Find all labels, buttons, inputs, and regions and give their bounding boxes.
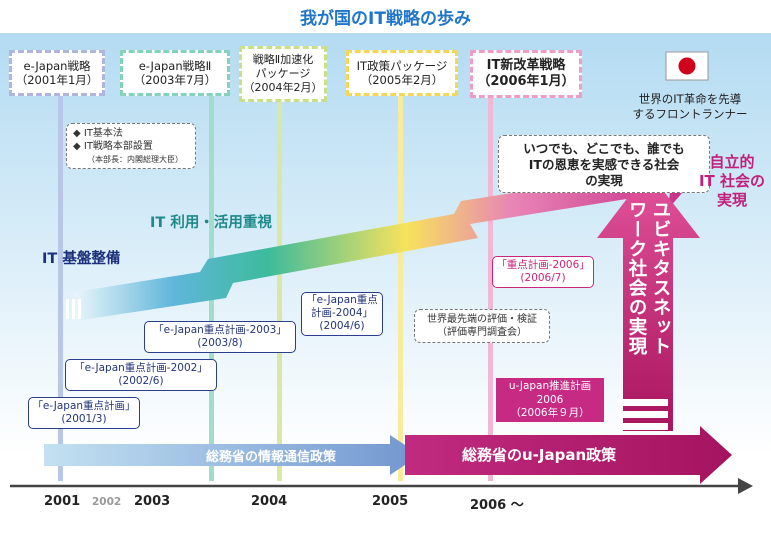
up-stripe bbox=[618, 411, 668, 418]
ubiquitous-arrow bbox=[597, 171, 700, 431]
plan-e-japan-priority-2003: 「e-Japan重点計画-2003」(2003/8) bbox=[144, 321, 296, 353]
year-2004: 2004 bbox=[251, 494, 288, 509]
diamond-bullet-icon: ◆ bbox=[73, 128, 84, 139]
timeline-line-2001 bbox=[58, 95, 63, 481]
strategy-it-package: IT政策パッケージ （2005年2月） bbox=[346, 50, 458, 96]
strategy-name: e-Japan戦略 bbox=[23, 59, 91, 73]
timeline-line-2005 bbox=[398, 95, 403, 481]
strategy-e-japan: e-Japan戦略 （2001年1月） bbox=[9, 50, 105, 96]
rising-arrow bbox=[75, 152, 705, 321]
u-japan-policy-label: 総務省のu-Japan政策 bbox=[462, 446, 617, 464]
front-runner-text: 世界のIT革命を先導するフロントランナー bbox=[632, 92, 748, 121]
note-item: ◆ IT基本法 bbox=[73, 128, 123, 139]
strategy-name: IT政策パッケージ bbox=[356, 59, 448, 73]
diamond-bullet-icon: ◆ bbox=[73, 141, 84, 152]
year-2001: 2001 bbox=[44, 494, 81, 509]
tail-bar bbox=[72, 299, 75, 319]
note-subitem: （本部長：内閣総理大臣） bbox=[87, 155, 183, 164]
year-2005: 2005 bbox=[372, 494, 409, 509]
ubiquitous-label: ユビキタスネットワーク社会の実現 bbox=[626, 200, 671, 356]
strategy-it-new-reform: IT新改革戦略 （2006年1月） bbox=[470, 50, 582, 98]
year-2002: 2002 bbox=[92, 496, 122, 508]
timeline-line-2004 bbox=[277, 95, 282, 481]
strategy-acceleration-package: 戦略Ⅱ加速化 パッケージ （2004年2月） bbox=[239, 46, 327, 102]
strategy-name: e-Japan戦略Ⅱ bbox=[138, 59, 212, 73]
year-2006: 2006 ～ bbox=[470, 498, 524, 513]
year-2003: 2003 bbox=[134, 494, 171, 509]
plan-e-japan-priority-2004: 「e-Japan重点計画-2004」(2004/6) bbox=[301, 292, 383, 336]
strategy-date: （2003年7月） bbox=[133, 73, 217, 87]
tail-bar bbox=[78, 299, 81, 319]
plan-e-japan-priority-2002: 「e-Japan重点計画-2002」(2002/6) bbox=[65, 359, 217, 391]
up-stripe bbox=[618, 399, 668, 406]
strategy-date: （2006年1月） bbox=[477, 74, 575, 89]
tail-bar bbox=[66, 299, 69, 319]
it-law-notes: ◆ IT基本法 ◆ IT戦略本部設置 （本部長：内閣総理大臣） bbox=[66, 123, 196, 169]
timeline-line-2006 bbox=[488, 95, 493, 481]
u-japan-arrow bbox=[405, 426, 732, 484]
plan-priority-2006: 「重点計画-2006」(2006/7) bbox=[492, 256, 594, 288]
flag-sun-icon bbox=[678, 57, 696, 75]
world-top-evaluation: 世界最先端の評価・検証（評価専門調査会） bbox=[414, 309, 550, 343]
page-title: 我が国のIT戦略の歩み bbox=[300, 9, 471, 29]
strategy-e-japan-2: e-Japan戦略Ⅱ （2003年7月） bbox=[120, 50, 230, 96]
time-axis-arrowhead bbox=[738, 478, 753, 494]
strategy-name-2: パッケージ bbox=[255, 67, 311, 80]
note-item: ◆ IT戦略本部設置 bbox=[73, 141, 153, 152]
phase-label-infrastructure: IT 基盤整備 bbox=[42, 251, 121, 267]
mic-policy-label: 総務省の情報通信政策 bbox=[206, 450, 337, 465]
up-stripe bbox=[618, 423, 668, 430]
strategy-name: IT新改革戦略 bbox=[486, 58, 566, 73]
phase-label-utilization: IT 利用・活用重視 bbox=[150, 215, 272, 231]
strategy-date: （2004年2月） bbox=[243, 81, 323, 94]
strategy-date: （2005年2月） bbox=[360, 73, 444, 87]
plan-e-japan-priority: 「e-Japan重点計画」(2001/3) bbox=[28, 397, 140, 429]
mic-policy-arrow bbox=[44, 435, 420, 475]
strategy-name: 戦略Ⅱ加速化 bbox=[252, 53, 314, 66]
strategy-date: （2001年1月） bbox=[15, 73, 99, 87]
